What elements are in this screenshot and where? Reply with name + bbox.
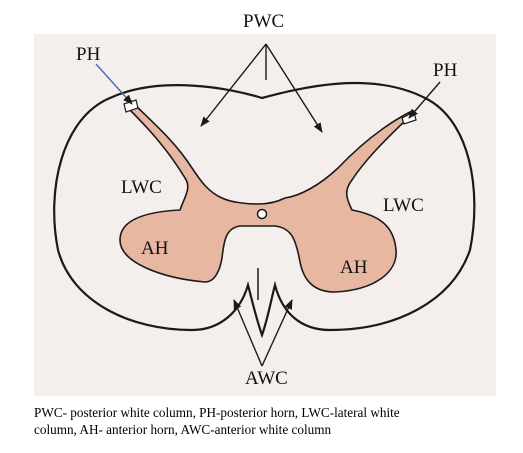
awc-arrow-left	[233, 299, 263, 367]
spinal-cord-outline	[53, 81, 476, 339]
label-lwc-right: LWC	[383, 195, 424, 216]
awc-arrow-right	[261, 299, 293, 367]
label-ah-right: AH	[340, 257, 368, 278]
label-ph-left: PH	[76, 44, 101, 65]
pwc-arrow-right	[265, 43, 323, 133]
central-canal	[256, 208, 268, 220]
caption-line-2: column, AH- anterior horn, AWC-anterior …	[34, 422, 332, 437]
pwc-arrow-left	[200, 43, 267, 127]
grey-matter	[119, 98, 412, 293]
caption-line-1: PWC- posterior white column, PH-posterio…	[34, 405, 400, 420]
label-pwc: PWC	[243, 11, 284, 32]
ph-left-arrow	[95, 63, 133, 105]
figure-caption: PWC- posterior white column, PH-posterio…	[34, 404, 520, 438]
label-ah-left: AH	[141, 238, 169, 259]
ph-right-arrow	[408, 81, 441, 119]
label-awc: AWC	[245, 368, 288, 389]
label-lwc-left: LWC	[121, 177, 162, 198]
label-ph-right: PH	[433, 60, 458, 81]
